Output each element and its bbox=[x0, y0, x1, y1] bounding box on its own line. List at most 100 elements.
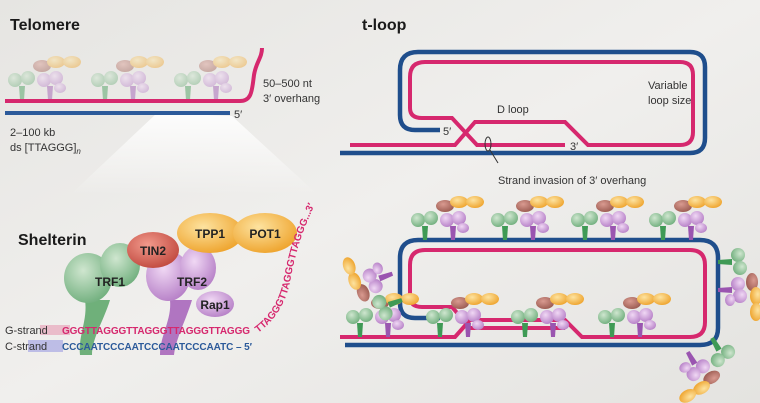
ds-repeat: ds [TTAGGG]n bbox=[10, 142, 81, 156]
shelterin-complex bbox=[342, 257, 403, 321]
strand-invasion-label: Strand invasion of 3′ overhang bbox=[498, 175, 646, 187]
pot1-glyph bbox=[626, 196, 644, 208]
rap1-label: Rap1 bbox=[200, 298, 230, 312]
shelterin-title: Shelterin bbox=[18, 232, 86, 249]
bound-shelterin-complexes bbox=[342, 196, 760, 403]
pot1-protein: POT1 bbox=[233, 213, 297, 253]
trf2-glyph bbox=[203, 71, 232, 100]
trf1-glyph bbox=[372, 294, 403, 321]
trf2-glyph bbox=[600, 211, 629, 240]
tin2-glyph bbox=[516, 200, 534, 212]
trf1-glyph bbox=[491, 211, 518, 240]
pot1-glyph bbox=[679, 389, 697, 403]
shelterin-complex bbox=[411, 196, 484, 240]
pot1-glyph bbox=[63, 56, 81, 68]
pot1-glyph bbox=[342, 257, 356, 275]
tloop-schematic bbox=[340, 49, 708, 164]
invasion-pointer bbox=[489, 149, 499, 164]
tin2-glyph bbox=[33, 60, 51, 72]
ds-repeat-subscript: n bbox=[76, 147, 81, 156]
ds-length: 2–100 kb bbox=[10, 127, 55, 139]
rap1-protein: Rap1 bbox=[196, 291, 234, 317]
tin2-glyph bbox=[703, 370, 721, 385]
c-strand-sequence: CCCAATCCCAATCCCAATCCCAATC – 5′ bbox=[62, 342, 253, 353]
trf2-glyph bbox=[440, 211, 469, 240]
trf2-glyph bbox=[120, 71, 149, 100]
pot1-glyph bbox=[704, 196, 722, 208]
tloop-title: t-loop bbox=[362, 17, 407, 34]
shelterin-complex bbox=[174, 56, 247, 100]
tin2-glyph bbox=[536, 297, 554, 309]
pot1-glyph bbox=[750, 303, 760, 321]
trf2-glyph bbox=[718, 277, 747, 306]
tpp1-label: TPP1 bbox=[195, 227, 225, 241]
overhang-label: 3′ overhang bbox=[263, 93, 320, 105]
bound-loop-c-strand bbox=[345, 237, 721, 348]
tpp1-glyph bbox=[348, 272, 362, 290]
tloop-c-strand bbox=[340, 49, 708, 156]
trf1-glyph bbox=[598, 308, 625, 337]
trf1-label: TRF1 bbox=[95, 275, 125, 289]
shelterin-complex bbox=[679, 337, 736, 403]
tpp1-glyph bbox=[610, 196, 628, 208]
tpp1-glyph bbox=[688, 196, 706, 208]
c-strand-bar bbox=[28, 340, 63, 352]
trf1-glyph bbox=[718, 248, 747, 275]
tpp1-glyph bbox=[750, 287, 760, 305]
trf1-glyph bbox=[511, 308, 538, 337]
tloop-with-shelterin bbox=[340, 196, 760, 403]
shelterin-complex bbox=[91, 56, 164, 100]
g-strand-bar bbox=[40, 325, 70, 335]
tloop-g-strand bbox=[350, 60, 695, 147]
tin2-glyph bbox=[436, 200, 454, 212]
trf2-glyph bbox=[455, 308, 484, 337]
tloop-five-prime: 5′ bbox=[443, 126, 451, 138]
five-prime-label: 5′ bbox=[234, 109, 242, 121]
overhang-length: 50–500 nt bbox=[263, 78, 312, 90]
tin2-glyph bbox=[451, 297, 469, 309]
shelterin-complex bbox=[598, 293, 671, 337]
shelterin-complex bbox=[718, 248, 760, 321]
tpp1-glyph bbox=[47, 56, 65, 68]
tpp1-glyph bbox=[693, 381, 710, 395]
trf1-glyph bbox=[426, 308, 453, 337]
trf2-glyph bbox=[520, 211, 549, 240]
pot1-glyph bbox=[481, 293, 499, 305]
tpp1-glyph bbox=[213, 56, 231, 68]
zoom-wedge bbox=[70, 113, 318, 195]
tpp1-glyph bbox=[465, 293, 483, 305]
ds-repeat-text: ds [TTAGGG] bbox=[10, 142, 76, 154]
tpp1-glyph bbox=[637, 293, 655, 305]
tin2-glyph bbox=[356, 284, 370, 302]
trf1-glyph bbox=[710, 337, 736, 368]
variable-label-1: Variable bbox=[648, 80, 688, 92]
tpp1-protein: TPP1 bbox=[177, 213, 243, 253]
trf2-glyph bbox=[678, 211, 707, 240]
trf1-glyph bbox=[174, 71, 201, 100]
trf2-glyph bbox=[362, 262, 394, 294]
tin2-glyph bbox=[623, 297, 641, 309]
faded-shelterin-complexes bbox=[8, 56, 247, 100]
trf1-glyph bbox=[571, 211, 598, 240]
d-loop-label: D loop bbox=[497, 104, 529, 116]
tin2-glyph bbox=[746, 273, 758, 291]
trf1-glyph bbox=[346, 308, 373, 337]
invasion-marker bbox=[484, 136, 492, 152]
trf1-glyph bbox=[411, 211, 438, 240]
trf1-glyph bbox=[649, 211, 676, 240]
c-strand-label: C-strand bbox=[5, 341, 47, 353]
trf2-glyph bbox=[37, 71, 66, 100]
variable-label-2: loop size bbox=[648, 95, 691, 107]
pot1-glyph bbox=[401, 293, 419, 305]
g-strand-sequence: GGGTTAGGGTTAGGGTTAGGGTTAGGG bbox=[62, 326, 250, 337]
shelterin-complex bbox=[649, 196, 722, 240]
trf1-glyph bbox=[91, 71, 118, 100]
trf2-glyph bbox=[627, 308, 656, 337]
shelterin-complex bbox=[8, 56, 81, 100]
trf2-glyph bbox=[679, 351, 710, 382]
shelterin-complex bbox=[571, 196, 644, 240]
tin2-label: TIN2 bbox=[140, 244, 166, 258]
trf2-label: TRF2 bbox=[177, 275, 207, 289]
trf2-glyph bbox=[540, 308, 569, 337]
